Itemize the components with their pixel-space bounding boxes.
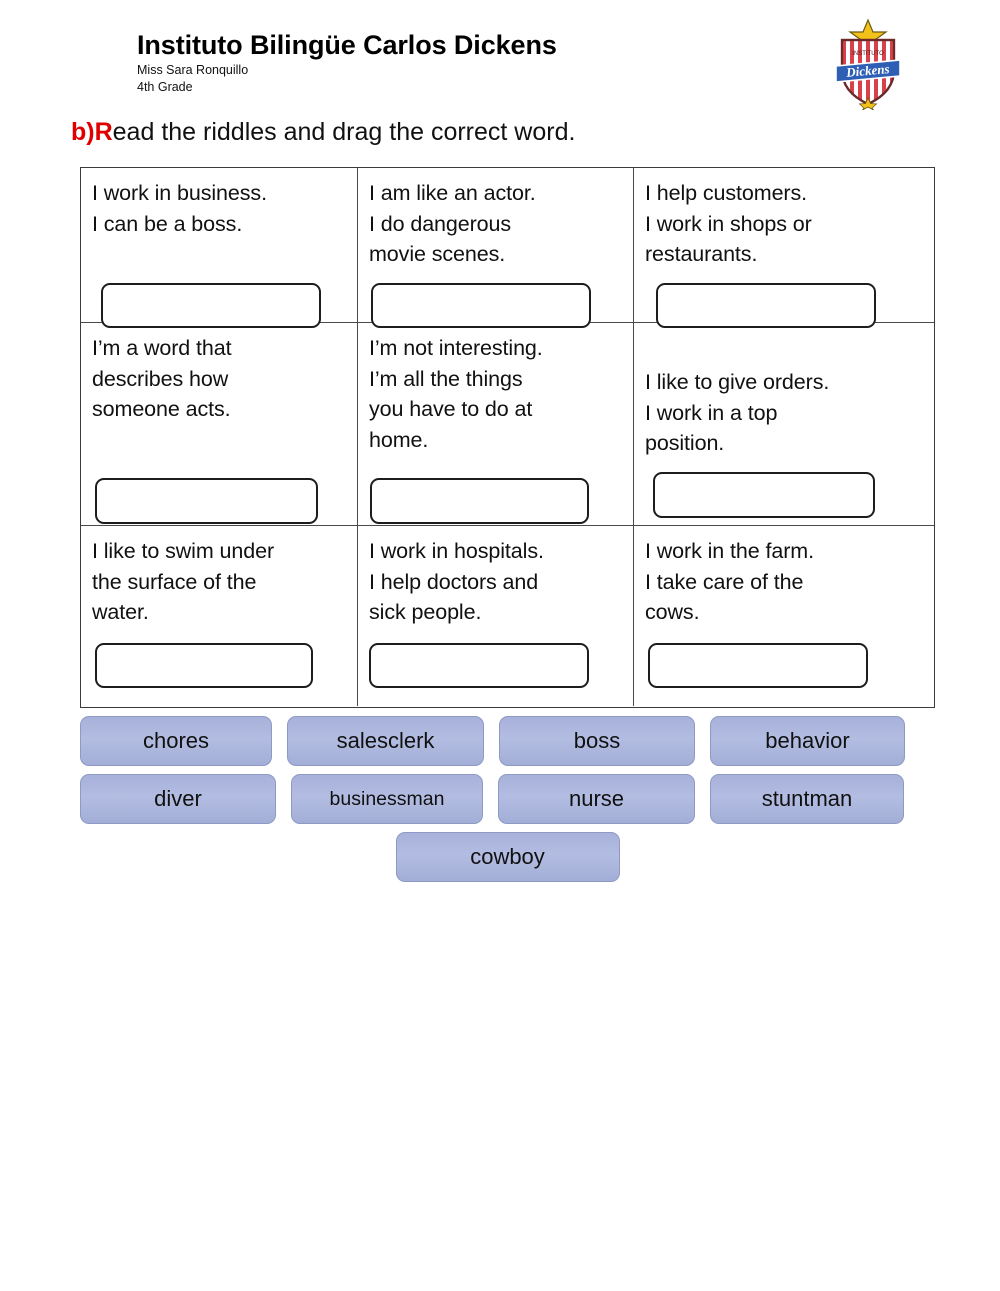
answer-dropbox[interactable] [648,643,868,688]
answer-dropbox[interactable] [656,283,876,328]
word-bank-row: diver businessman nurse stuntman [80,774,935,824]
riddle-text: I work in the farm. I take care of the c… [645,539,814,625]
riddle-cell: I am like an actor. I do dangerous movie… [358,168,634,328]
grade-level: 4th Grade [137,80,193,95]
answer-dropbox[interactable] [95,478,318,524]
riddle-text: I’m not interesting. I’m all the things … [369,336,543,452]
riddle-text: I work in hospitals. I help doctors and … [369,539,544,625]
instruction-text: ead the riddles and drag the correct wor… [112,118,576,146]
logo-banner-text: Dickens [845,61,890,80]
answer-dropbox[interactable] [369,643,589,688]
answer-dropbox[interactable] [370,478,589,524]
word-chip-behavior[interactable]: behavior [710,716,905,766]
riddle-row: I like to swim under the surface of the … [81,526,934,706]
riddle-text: I like to swim under the surface of the … [92,539,275,625]
word-chip-diver[interactable]: diver [80,774,276,824]
teacher-name: Miss Sara Ronquillo [137,63,249,78]
school-title: Instituto Bilingüe Carlos Dickens [137,30,557,60]
riddle-row: I work in business. I can be a boss. I a… [81,168,934,328]
riddle-text: I like to give orders. I work in a top p… [645,370,830,456]
riddle-cell: I’m a word that describes how someone ac… [81,323,358,525]
word-chip-businessman[interactable]: businessman [291,774,483,824]
word-chip-boss[interactable]: boss [499,716,695,766]
word-chip-stuntman[interactable]: stuntman [710,774,904,824]
riddle-text: I am like an actor. I do dangerous movie… [369,181,536,267]
answer-dropbox[interactable] [371,283,591,328]
logo-arc-text: INSTITUTO [852,51,884,57]
riddle-cell: I like to give orders. I work in a top p… [634,323,933,525]
riddle-grid: I work in business. I can be a boss. I a… [80,167,935,708]
word-bank-row: chores salesclerk boss behavior [80,716,935,766]
page-header: Instituto Bilingüe Carlos Dickens Miss S… [137,30,797,95]
answer-dropbox[interactable] [653,472,875,518]
riddle-cell: I’m not interesting. I’m all the things … [358,323,634,525]
riddle-text: I help customers. I work in shops or res… [645,181,812,267]
riddle-text: I work in business. I can be a boss. [92,181,267,236]
riddle-cell: I like to swim under the surface of the … [81,526,358,706]
word-chip-salesclerk[interactable]: salesclerk [287,716,484,766]
answer-dropbox[interactable] [95,643,313,688]
riddle-cell: I help customers. I work in shops or res… [634,168,933,328]
instruction-prefix: b)R [71,118,113,146]
riddle-cell: I work in hospitals. I help doctors and … [358,526,634,706]
answer-dropbox[interactable] [101,283,321,328]
riddle-text: I’m a word that describes how someone ac… [92,336,232,422]
riddle-cell: I work in business. I can be a boss. [81,168,358,328]
word-bank-row: cowboy [80,832,935,882]
word-chip-cowboy[interactable]: cowboy [395,832,620,882]
riddle-row: I’m a word that describes how someone ac… [81,323,934,526]
word-chip-nurse[interactable]: nurse [498,774,695,824]
instruction-line: b)Read the riddles and drag the correct … [71,118,575,147]
riddle-cell: I work in the farm. I take care of the c… [634,526,933,706]
word-chip-chores[interactable]: chores [80,716,272,766]
word-bank: chores salesclerk boss behavior diver bu… [80,716,935,890]
school-crest-logo: INSTITUTO Dickens [830,18,906,111]
